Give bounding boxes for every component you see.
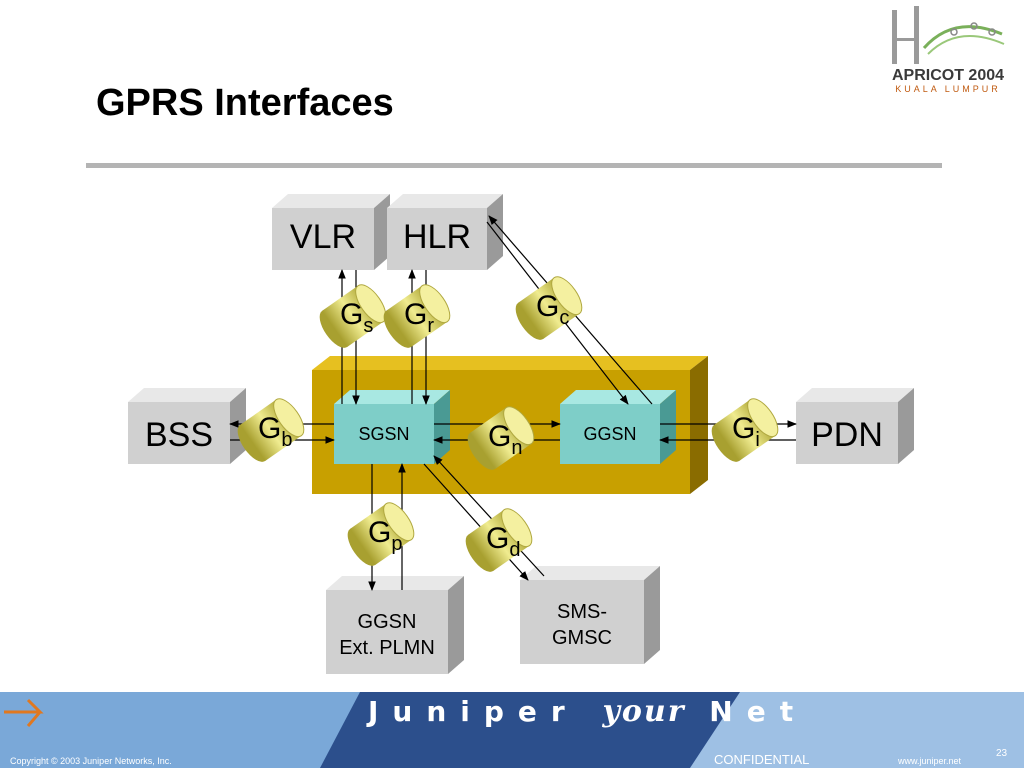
ggsn-ext-plmn-node: GGSN Ext. PLMN: [326, 576, 464, 674]
logo-city: KUALA LUMPUR: [895, 84, 1001, 94]
sgsn-node: SGSN: [334, 390, 450, 464]
juniper-brand: Juniper your Net: [368, 694, 807, 729]
interface-label-gr: Gr: [404, 298, 434, 337]
website-text: www.juniper.net: [898, 756, 962, 766]
interface-label-gs: Gs: [340, 298, 373, 337]
pdn-node: PDN: [796, 388, 914, 464]
title-divider: [86, 163, 942, 168]
brand-left: Juniper: [368, 695, 579, 728]
logo-name: APRICOT 2004: [892, 67, 1004, 84]
interface-gn: [467, 406, 535, 470]
interface-gp: [347, 502, 415, 566]
interface-label-gp: Gp: [368, 516, 402, 555]
interface-label-gd: Gd: [486, 522, 520, 561]
bss-node: BSS: [128, 388, 246, 464]
copyright-text: Copyright © 2003 Juniper Networks, Inc.: [10, 756, 172, 766]
sms-gmsc-label-1: SMS-: [557, 601, 607, 623]
slide-title: GPRS Interfaces: [96, 82, 394, 124]
apricot-logo: APRICOT 2004 KUALA LUMPUR: [892, 6, 1005, 94]
interface-label-gi: Gi: [732, 412, 760, 451]
interface-gb: [237, 398, 305, 462]
interface-gd: [465, 508, 533, 572]
footer-bar: Juniper your Net Copyright © 2003 Junipe…: [0, 692, 1024, 768]
interface-label-gb: Gb: [258, 412, 292, 451]
sms-gmsc-node: SMS- GMSC: [520, 566, 660, 664]
interface-label-gn: Gn: [488, 420, 522, 459]
pdn-label: PDN: [811, 416, 883, 454]
interface-gc: [515, 276, 583, 340]
interface-label-gc: Gc: [536, 290, 569, 329]
ggsn-node: GGSN: [560, 390, 676, 464]
ggsn-ext-label-2: Ext. PLMN: [339, 637, 435, 659]
sms-gmsc-label-2: GMSC: [552, 627, 612, 649]
page-number: 23: [996, 748, 1008, 759]
confidential-text: CONFIDENTIAL: [714, 752, 810, 767]
interface-gi: [711, 398, 779, 462]
interface-gr: [383, 284, 451, 348]
hlr-node: HLR: [387, 194, 503, 270]
interface-gs: [319, 284, 387, 348]
sgsn-label: SGSN: [358, 424, 409, 444]
brand-right: Net: [709, 695, 808, 728]
ggsn-label: GGSN: [583, 424, 636, 444]
footer-swoosh: [0, 692, 1024, 768]
hlr-label: HLR: [403, 218, 471, 256]
brand-script: your: [602, 694, 686, 729]
bss-label: BSS: [145, 416, 213, 454]
vlr-label: VLR: [290, 218, 356, 256]
ggsn-ext-label-1: GGSN: [358, 611, 417, 633]
vlr-node: VLR: [272, 194, 390, 270]
gprs-diagram: VLR HLR BSS PDN SGSN GGSN GGSN: [128, 194, 914, 674]
